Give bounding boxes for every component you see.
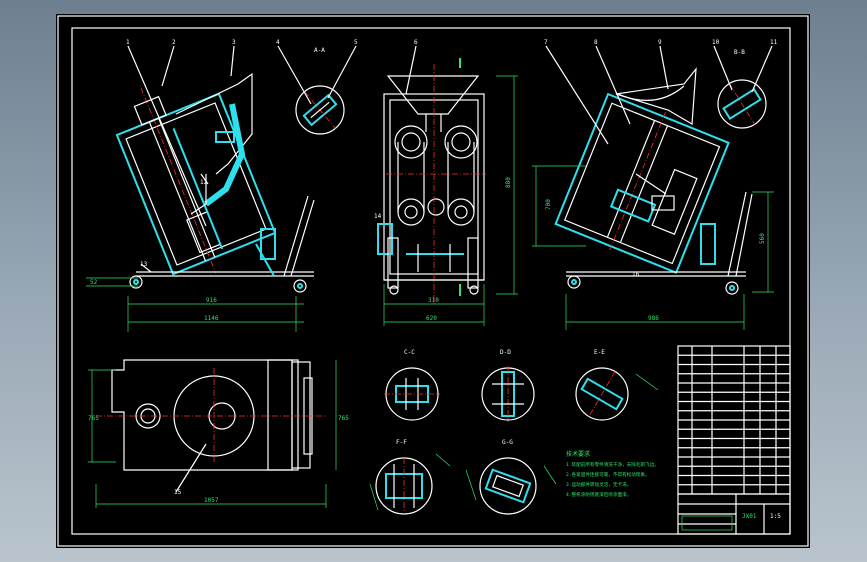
label-d-d: D-D: [500, 349, 511, 356]
balloon-label: 16: [632, 271, 640, 278]
tech-note-2: 2.各紧固件连接可靠，不得有松动现象。: [566, 471, 650, 478]
balloon-label: 5: [354, 39, 358, 46]
dim-plan-width: 1057: [204, 497, 219, 504]
balloon-label: 9: [658, 39, 662, 46]
detail-b: B-B: [713, 45, 773, 129]
detail-g: G-G: [465, 439, 557, 515]
label-f-f: F-F: [396, 439, 407, 446]
parts-list-rows: [678, 354, 790, 486]
dim-base-width: 916: [206, 297, 217, 304]
label-c-c: C-C: [404, 349, 415, 356]
label-e-e: E-E: [594, 349, 605, 356]
label-g-g: G-G: [502, 439, 513, 446]
title-block: JX01 1:5: [677, 493, 791, 535]
right-side-view: 700 560 986: [532, 45, 774, 330]
dim-left-small: 52: [90, 279, 98, 286]
left-side-view: 916 1146 52: [86, 45, 315, 332]
front-view: 880 310 620: [377, 45, 518, 326]
drawing-sheet: 916 1146 52 A-A: [56, 14, 810, 548]
tech-note-1: 1.装配前所有零件清洗干净，去除毛刺飞边。: [566, 461, 659, 468]
balloon-label: 4: [276, 39, 280, 46]
balloon-label: 13: [140, 261, 148, 268]
drawing-number: JX01: [742, 513, 757, 520]
detail-d: D-D: [481, 349, 535, 422]
balloon-label: 14: [374, 213, 382, 220]
dim-mid-half: 310: [428, 297, 439, 304]
detail-f: F-F: [369, 439, 451, 515]
balloon-label: 2: [172, 39, 176, 46]
balloon-label: 11: [770, 39, 778, 46]
dim-right-width: 986: [648, 315, 659, 322]
tech-note-3: 3.运动部件转动灵活，无卡滞。: [566, 481, 631, 488]
detail-c: C-C: [384, 349, 440, 421]
dim-front-height: 880: [505, 177, 512, 188]
balloon-label: 10: [712, 39, 720, 46]
dim-mid-width: 620: [426, 315, 437, 322]
drawing-scale: 1:5: [770, 513, 781, 520]
balloon-label: 12: [200, 179, 208, 186]
label-a-a: A-A: [314, 47, 325, 54]
dim-plan-height: 765: [88, 415, 99, 422]
detail-e: E-E: [575, 349, 659, 421]
outer-frame: [57, 15, 809, 547]
parts-list: [677, 345, 791, 495]
tech-note-4: 4.整机涂防锈底漆后喷涂面漆。: [566, 491, 631, 498]
label-b-b: B-B: [734, 49, 745, 56]
cad-drawing: 916 1146 52 A-A: [57, 15, 809, 547]
balloon-label: 1: [126, 39, 130, 46]
inner-frame: [71, 27, 791, 535]
dim-right-height: 560: [759, 233, 766, 244]
tech-notes: 技术要求 1.装配前所有零件清洗干净，去除毛刺飞边。 2.各紧固件连接可靠，不得…: [566, 450, 659, 498]
balloon-label: 15: [174, 489, 182, 496]
dim-base-total: 1146: [204, 315, 219, 322]
balloon-label: 6: [414, 39, 418, 46]
detail-a: A-A: [277, 45, 357, 135]
tech-notes-heading: 技术要求: [566, 450, 590, 458]
dim-right-inner: 700: [545, 199, 552, 210]
plan-view: 765 765 1057: [88, 359, 349, 508]
dim-plan-height-right: 765: [338, 415, 349, 422]
balloon-label: 7: [544, 39, 548, 46]
balloon-label: 3: [232, 39, 236, 46]
balloon-label: 8: [594, 39, 598, 46]
